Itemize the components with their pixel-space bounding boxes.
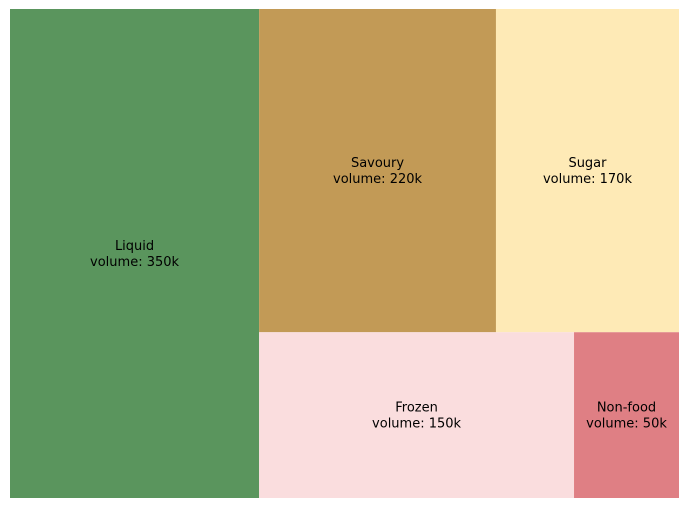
treemap-label-frozen: Frozen: [395, 401, 438, 416]
treemap-label-liquid: Liquid: [115, 239, 154, 254]
treemap-rect-non-food: [574, 332, 679, 498]
treemap-value-savoury: volume: 220k: [333, 172, 422, 187]
treemap-value-non-food: volume: 50k: [586, 417, 667, 432]
treemap-label-non-food: Non-food: [597, 401, 656, 416]
treemap-label-sugar: Sugar: [568, 156, 607, 171]
treemap-rect-savoury: [259, 9, 496, 333]
treemap-rect-liquid: [10, 9, 260, 498]
treemap-rect-frozen: [259, 332, 575, 498]
treemap-value-sugar: volume: 170k: [543, 172, 632, 187]
treemap-label-savoury: Savoury: [351, 156, 404, 171]
treemap-value-frozen: volume: 150k: [372, 417, 461, 432]
treemap-rect-sugar: [495, 9, 679, 333]
treemap-value-liquid: volume: 350k: [90, 255, 179, 270]
